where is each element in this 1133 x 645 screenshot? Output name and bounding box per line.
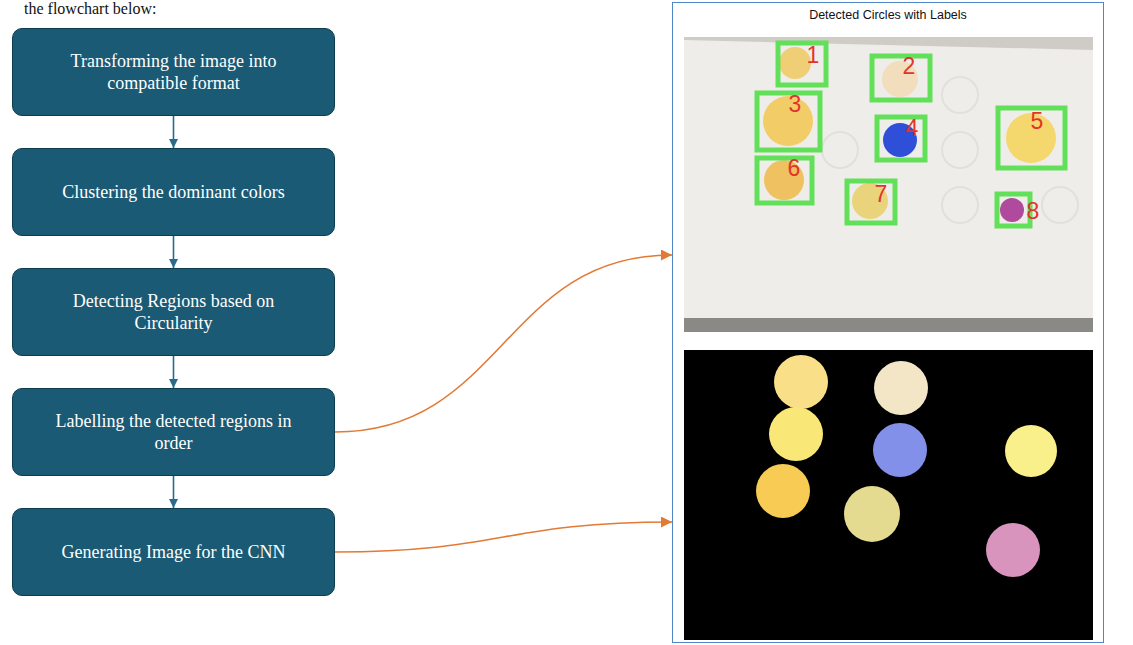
process-box: Clustering the dominant colors (12, 148, 335, 236)
callout-number: 7 (875, 183, 888, 206)
detection-box (757, 158, 812, 203)
photo (684, 37, 1093, 332)
printed-circle (942, 187, 978, 223)
printed-circle (822, 132, 858, 168)
sample-spot (852, 183, 888, 219)
black-ground (684, 350, 1093, 640)
detection-box (872, 56, 930, 100)
box-label: Detecting Regions based on Circularity (35, 290, 312, 335)
curved-arrow (335, 255, 672, 432)
detection-box (877, 117, 925, 160)
detection-box (757, 93, 820, 150)
printed-circle (942, 77, 978, 113)
callout-number: 5 (1031, 110, 1044, 133)
process-box: Labelling the detected regions in order (12, 388, 335, 476)
color-disc (874, 361, 928, 415)
table-edge (684, 318, 1093, 332)
color-disc (756, 464, 810, 518)
box-label: Clustering the dominant colors (62, 181, 284, 204)
flow-arrow (173, 356, 175, 388)
color-disc (986, 523, 1040, 577)
detection-box (997, 194, 1030, 226)
callout-number: 4 (906, 117, 919, 140)
printed-circle (1042, 187, 1078, 223)
cnn-input-image (684, 350, 1093, 640)
paper-sheet (684, 40, 1093, 320)
process-box: Transforming the image into compatible f… (12, 28, 335, 116)
sample-spot (1000, 198, 1024, 222)
color-disc (1005, 425, 1057, 477)
callout-number: 6 (788, 157, 801, 180)
sample-spot (779, 47, 811, 79)
callout-number: 1 (807, 44, 820, 67)
color-disc (769, 407, 823, 461)
sample-spot (763, 96, 813, 146)
callout-number: 3 (789, 93, 802, 116)
photo-ground (684, 37, 1093, 332)
detection-box (998, 108, 1065, 168)
panel-title: Detected Circles with Labels (809, 8, 967, 22)
intro-text: the flowchart below: (24, 0, 156, 18)
flow-arrow (173, 476, 175, 508)
printed-circle (942, 132, 978, 168)
process-box: Generating Image for the CNN (12, 508, 335, 596)
flow-arrow (173, 236, 175, 268)
color-disc (873, 423, 927, 477)
box-label: Generating Image for the CNN (62, 541, 286, 564)
flow-arrow (173, 116, 175, 148)
callout-number: 2 (903, 55, 916, 78)
detection-box (847, 181, 895, 223)
curved-arrow (335, 522, 672, 552)
image-panel: Detected Circles with Labels (672, 2, 1104, 643)
detection-box (778, 43, 826, 85)
box-label: Labelling the detected regions in order (35, 410, 312, 455)
box-label: Transforming the image into compatible f… (35, 50, 312, 95)
color-disc (844, 486, 900, 542)
color-disc (774, 355, 828, 409)
callout-number: 8 (1027, 200, 1040, 223)
process-box: Detecting Regions based on Circularity (12, 268, 335, 356)
